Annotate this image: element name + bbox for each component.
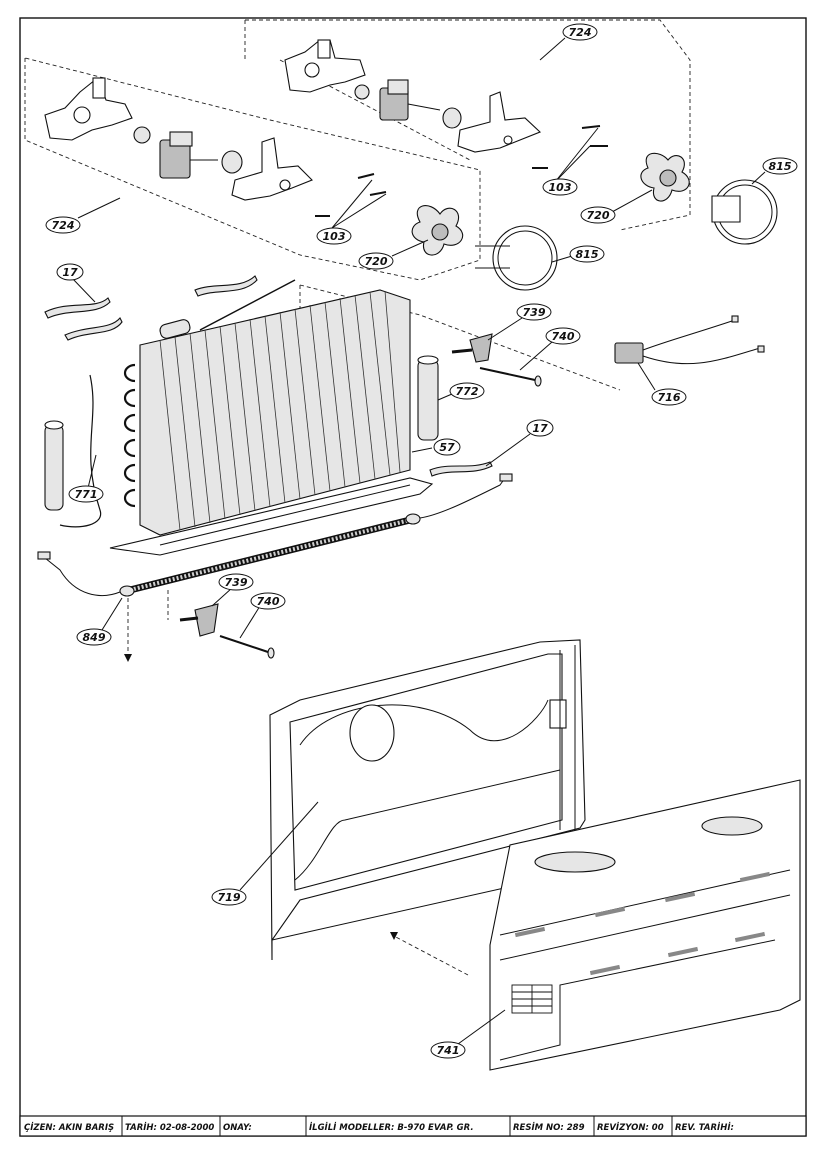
clip-and-screw-lower — [167, 590, 275, 659]
revision: REVİZYON: 00 — [597, 1122, 664, 1133]
callout-719: 719 — [211, 801, 319, 906]
callout-740-lower: 740 — [239, 592, 286, 639]
callout-739-upper: 739 — [487, 303, 552, 341]
outer-front-panel — [390, 779, 801, 1071]
callout-724-lower: 724 — [45, 197, 121, 234]
label-771: 771 — [75, 488, 98, 501]
label-103-lower: 103 — [323, 230, 346, 243]
callout-57: 57 — [411, 438, 461, 456]
callout-740-upper: 740 — [519, 327, 581, 371]
label-17-lower: 17 — [532, 422, 548, 435]
callout-815-lower: 815 — [551, 245, 605, 263]
fan-motor-assembly-lower — [24, 57, 481, 281]
label-739-lower: 739 — [225, 576, 248, 589]
label-740-upper: 740 — [552, 330, 575, 343]
label-849: 849 — [83, 631, 106, 644]
callout-103-lower: 103 — [316, 179, 387, 245]
callout-724-upper: 724 — [539, 23, 598, 61]
callout-labels: 724 724 103 103 720 720 — [45, 23, 798, 1059]
label-724-lower: 724 — [52, 219, 75, 232]
callout-720-lower: 720 — [358, 239, 429, 270]
callout-815-upper: 815 — [751, 157, 798, 185]
thermostat-sensor — [614, 315, 765, 365]
clip-and-screw-upper — [451, 333, 542, 387]
label-719: 719 — [218, 891, 241, 904]
drawing-number: RESİM NO: 289 — [513, 1122, 585, 1133]
label-815-upper: 815 — [769, 160, 792, 173]
approval: ONAY: — [223, 1123, 252, 1133]
label-720-lower: 720 — [365, 255, 388, 268]
callout-17-upper: 17 — [56, 263, 96, 303]
defrost-heater — [37, 473, 513, 662]
drawn-by: ÇİZEN: AKIN BARIŞ — [24, 1122, 114, 1133]
label-720-upper: 720 — [587, 209, 610, 222]
label-815-lower: 815 — [576, 248, 599, 261]
fan-blade-lower — [411, 205, 464, 256]
label-103-upper: 103 — [549, 181, 572, 194]
label-57: 57 — [439, 441, 455, 454]
fan-blade-upper — [640, 152, 690, 202]
title-block: ÇİZEN: AKIN BARIŞ TARİH: 02-08-2000 ONAY… — [19, 1115, 807, 1137]
callout-741: 741 — [430, 1009, 506, 1059]
related-models: İLGİLİ MODELLER: B-970 EVAP. GR. — [309, 1122, 474, 1133]
inner-cover-panel — [269, 639, 586, 961]
clip-parts — [44, 275, 493, 477]
callout-103-upper: 103 — [542, 127, 599, 196]
callout-17-lower: 17 — [485, 419, 554, 467]
insulation-tube — [417, 355, 439, 441]
label-739-upper: 739 — [523, 306, 546, 319]
callout-716: 716 — [637, 362, 687, 406]
callout-849: 849 — [76, 597, 123, 646]
label-740-lower: 740 — [257, 595, 280, 608]
callout-772: 772 — [437, 382, 485, 401]
revision-date: REV. TARİHİ: — [675, 1122, 734, 1133]
label-741: 741 — [437, 1044, 460, 1057]
callout-739-lower: 739 — [211, 573, 254, 607]
callout-771: 771 — [68, 454, 104, 503]
label-17-upper: 17 — [62, 266, 78, 279]
label-772: 772 — [456, 385, 479, 398]
fan-shroud-upper — [711, 179, 778, 245]
label-716: 716 — [658, 391, 681, 404]
drain-tube — [44, 374, 102, 528]
fan-motor-assembly-upper — [244, 19, 691, 231]
label-724-upper: 724 — [569, 26, 592, 39]
callout-720-upper: 720 — [580, 189, 653, 224]
evaporator-coil — [109, 279, 621, 556]
fan-shroud-lower — [475, 225, 558, 291]
date: TARİH: 02-08-2000 — [125, 1122, 214, 1133]
